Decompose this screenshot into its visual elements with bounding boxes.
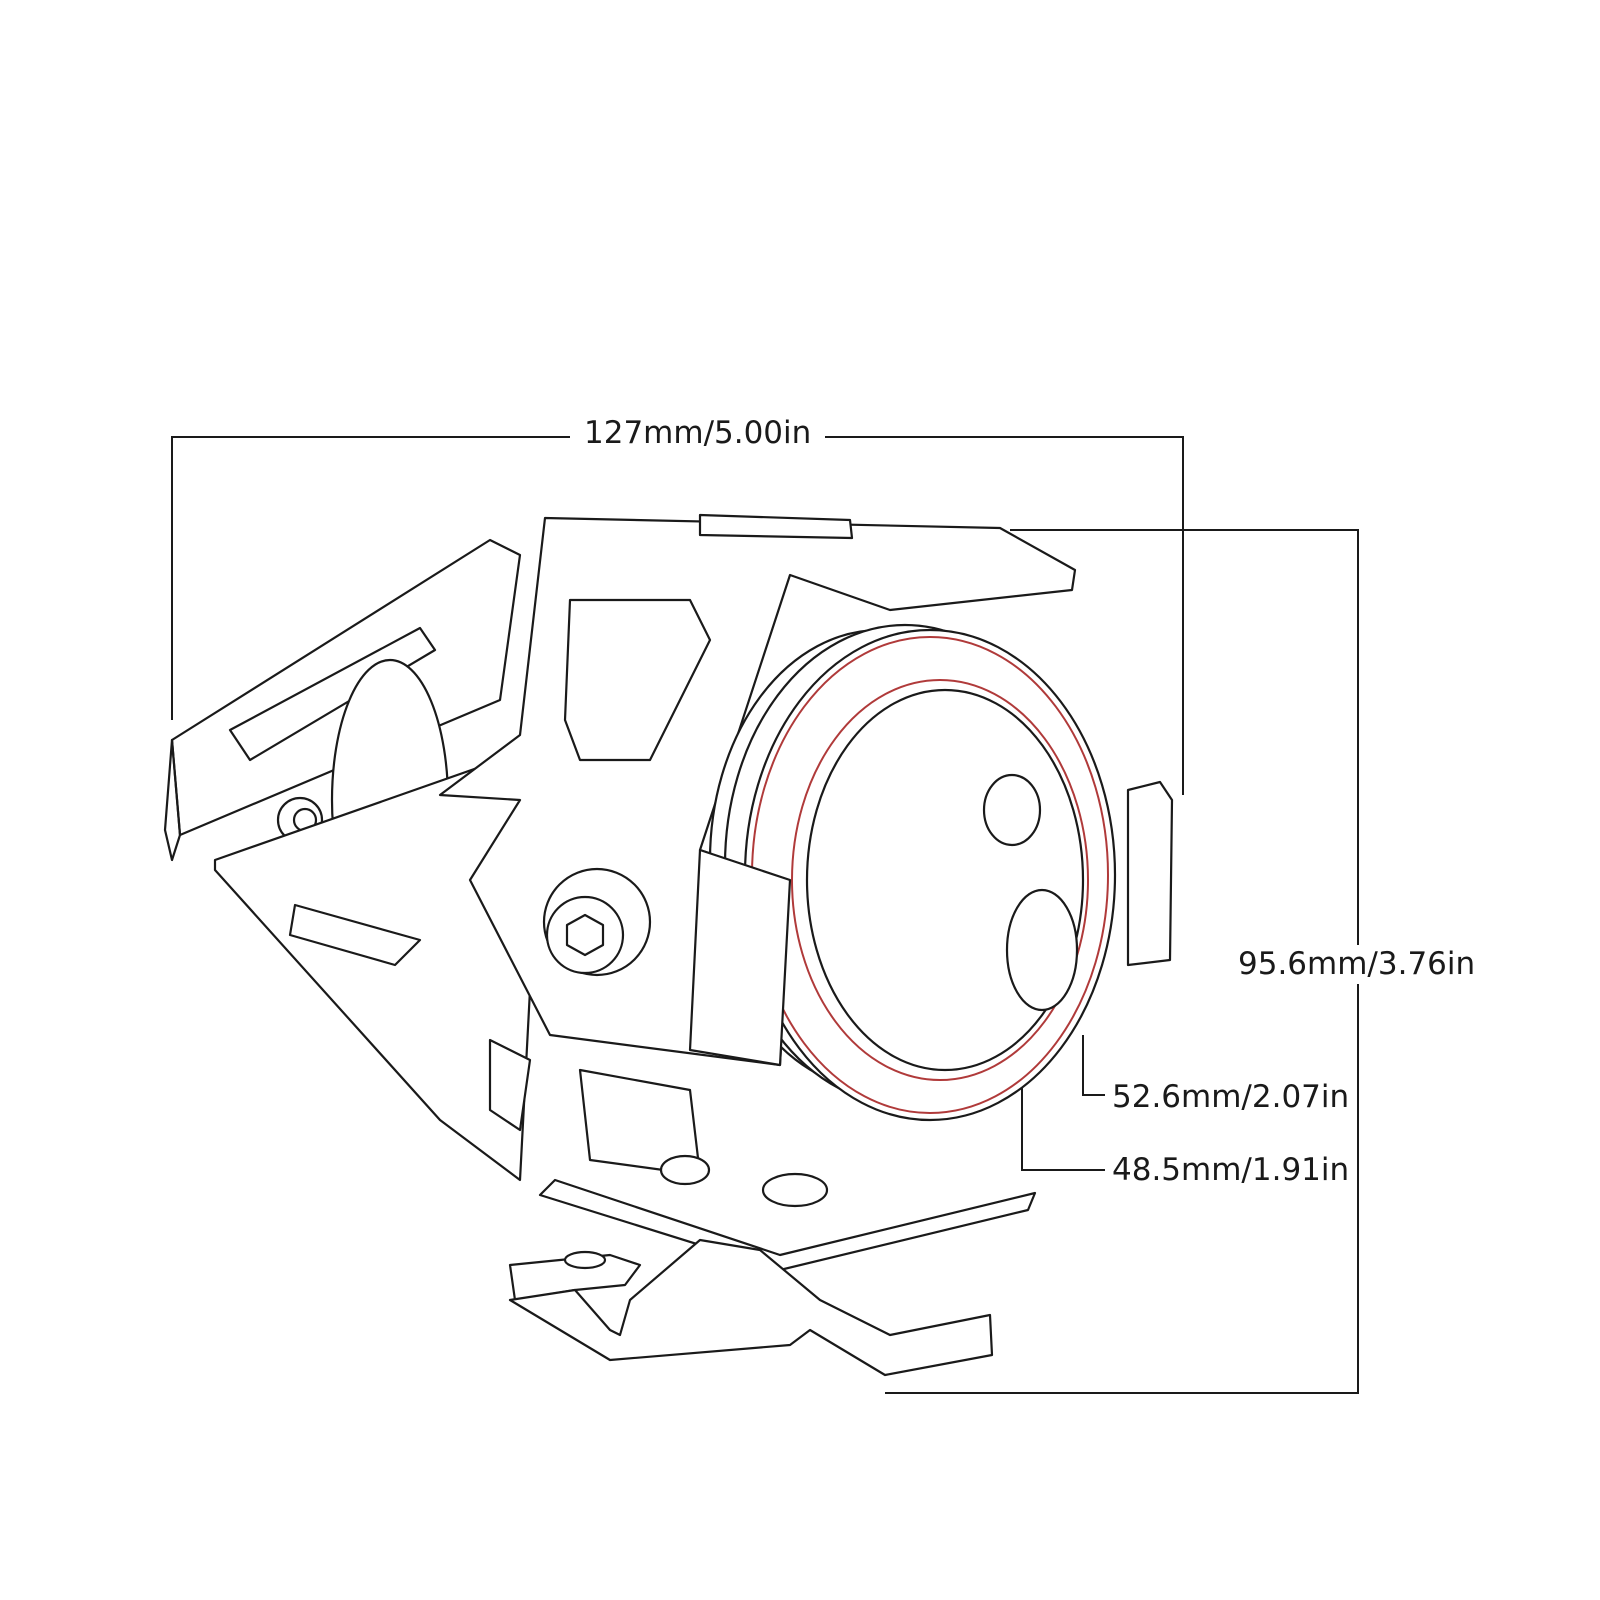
- headlight-body: [163, 513, 1174, 1377]
- lower-bracket: [213, 758, 542, 1182]
- lower-bracket-slot-2: [488, 1038, 532, 1132]
- cage-front-bar: [688, 848, 792, 1067]
- inner-ring-leader-line: [1021, 1088, 1105, 1171]
- center-bolt-hex: [565, 913, 605, 957]
- width-dimension-label: 127mm/5.00in: [570, 418, 826, 449]
- clamp-hole: [563, 1250, 607, 1270]
- outer-ring-dimension-label: 52.6mm/2.07in: [1112, 1079, 1350, 1115]
- base-plate: [538, 1178, 1037, 1272]
- lens-red-ring-inner: [791, 679, 1089, 1081]
- outer-ring-leader-line: [1082, 1035, 1105, 1096]
- mounting-arm-edge: [163, 738, 182, 862]
- lens-small-projector: [982, 773, 1042, 847]
- lens-face: [805, 688, 1085, 1072]
- height-dimension-label: 95.6mm/3.76in: [1238, 945, 1476, 984]
- inner-ring-dimension-label: 48.5mm/1.91in: [1112, 1152, 1350, 1188]
- cage-window-upper: [563, 598, 712, 762]
- lower-nut-right: [761, 1172, 829, 1208]
- clamp-foot-body: [508, 1238, 994, 1377]
- top-slot: [698, 513, 854, 540]
- lower-nut-left: [659, 1154, 711, 1186]
- right-side-tab: [1126, 780, 1174, 967]
- lower-bracket-slot: [288, 903, 422, 967]
- lens-large-projector: [1005, 888, 1079, 1012]
